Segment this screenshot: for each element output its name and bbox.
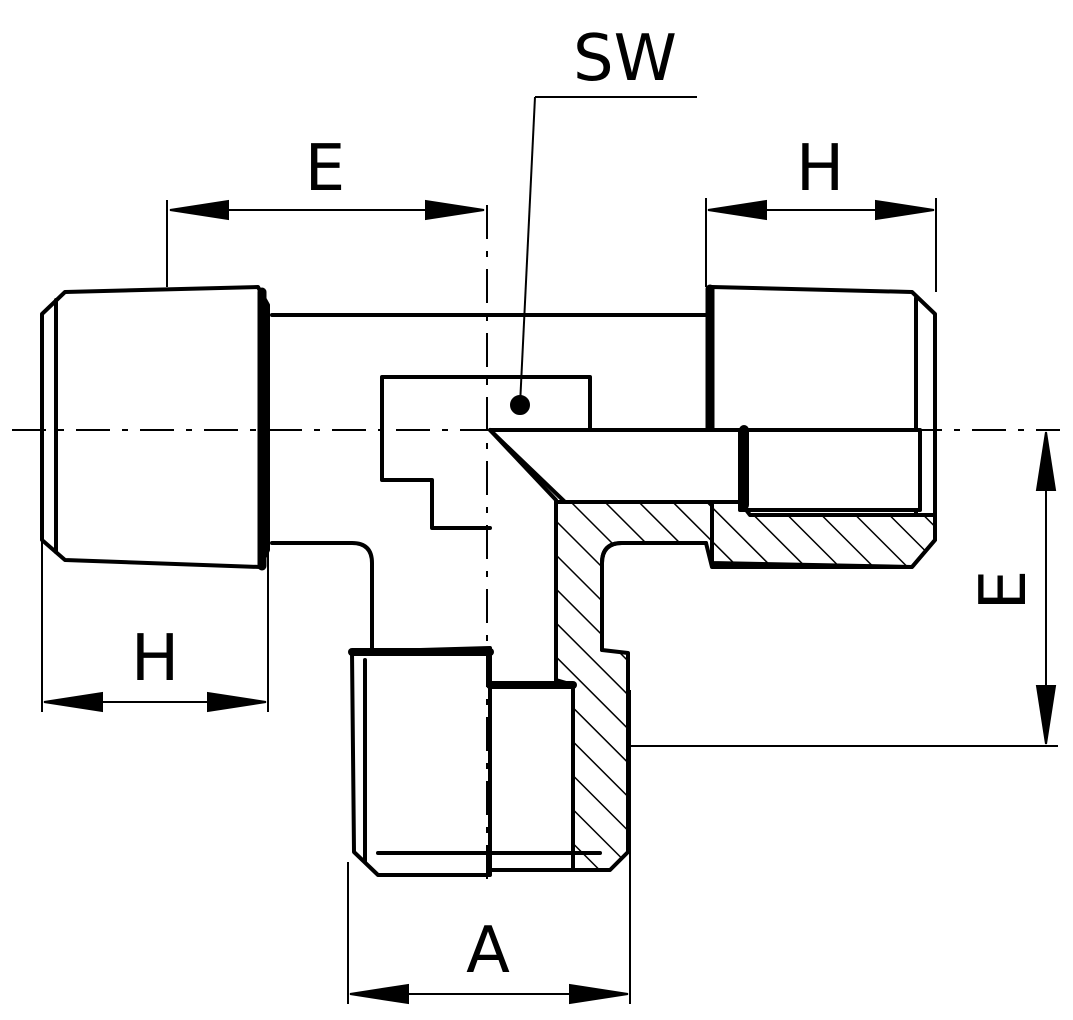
center-lines	[12, 205, 1060, 890]
fitting-body	[40, 284, 937, 877]
label-h-bottom: H	[131, 622, 179, 696]
dimension-lines	[41, 198, 1058, 1005]
label-e-right: E	[967, 570, 1041, 610]
sw-leader	[510, 96, 697, 415]
vertical-bore	[488, 428, 558, 682]
label-sw: SW	[573, 22, 677, 96]
wrench-flat	[380, 375, 592, 530]
hatched-section	[554, 500, 937, 872]
left-thread	[40, 285, 270, 571]
label-h-top: H	[796, 132, 844, 206]
bottom-thread	[348, 646, 602, 877]
label-e-top: E	[305, 132, 345, 206]
label-a: A	[466, 914, 510, 988]
